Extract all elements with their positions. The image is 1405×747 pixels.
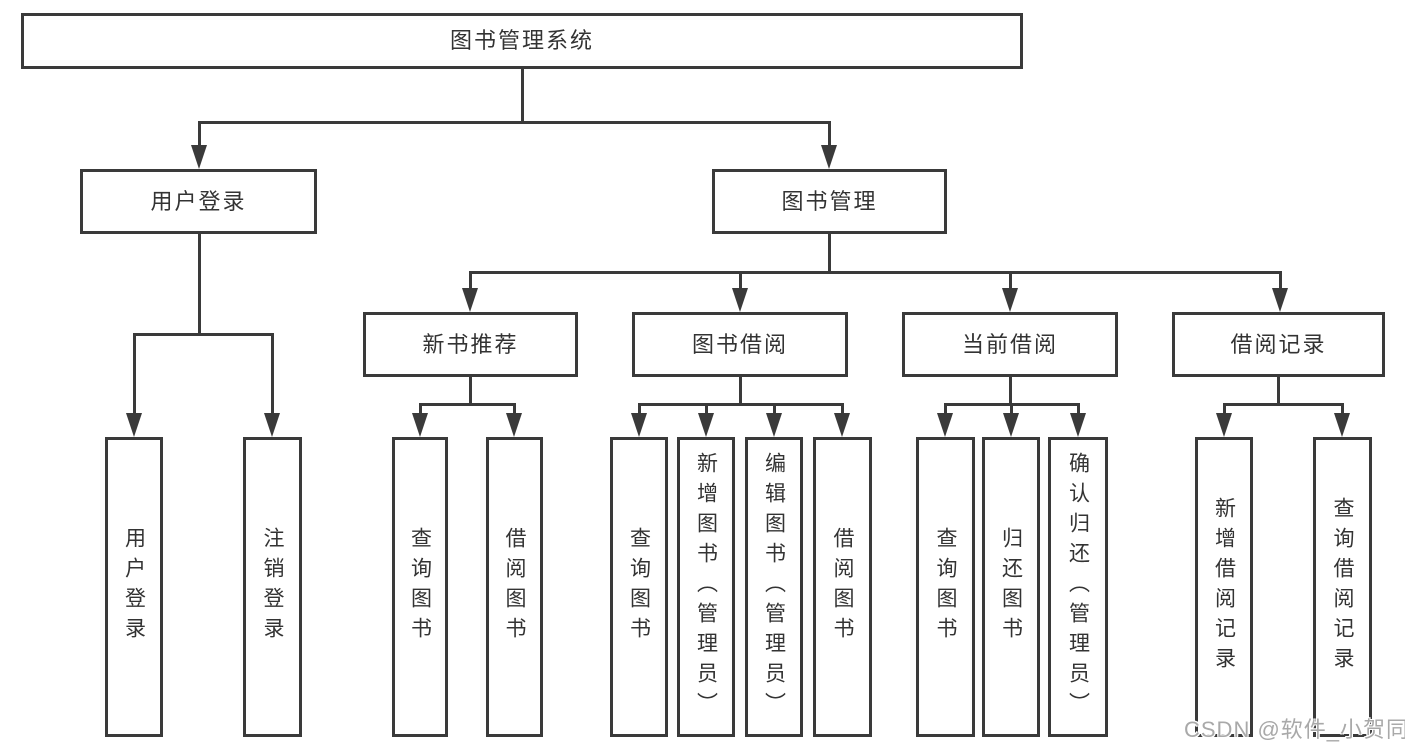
diagram-node-confirm-return-admin: 确认归还（管理员）: [1048, 437, 1108, 737]
csdn-watermark: CSDN @软件_小贺同学: [1184, 717, 1405, 742]
connector-line: [132, 332, 136, 427]
node-label: 归还图书: [999, 527, 1023, 647]
arrow-down-icon: [1070, 413, 1086, 437]
node-label: 借阅图书: [831, 527, 854, 647]
diagram-node-query-borrow-record: 查询借阅记录: [1313, 437, 1372, 737]
node-label: 新书推荐: [422, 331, 519, 357]
arrow-down-icon: [506, 413, 522, 437]
arrow-down-icon: [462, 288, 478, 312]
connector-line: [738, 270, 742, 302]
diagram-node-current-borrowing: 当前借阅: [902, 312, 1118, 377]
node-label: 图书管理: [781, 188, 878, 214]
node-label: 查询图书: [627, 527, 651, 647]
diagram-node-query-books-borrowing: 查询图书: [610, 437, 668, 737]
connector-line: [468, 270, 472, 302]
diagram-node-system-root: 图书管理系统: [21, 13, 1023, 69]
node-label: 用户登录: [122, 527, 146, 647]
diagram-node-add-books-admin: 新增图书（管理员）: [677, 437, 735, 737]
diagram-node-book-management-module: 图书管理: [712, 169, 947, 234]
arrow-down-icon: [631, 413, 647, 437]
diagram-node-borrow-books-recommend: 借阅图书: [486, 437, 543, 737]
diagram-node-query-books-recommend: 查询图书: [392, 437, 448, 737]
node-label: 新增借阅记录: [1212, 497, 1236, 677]
diagram-node-new-book-recommend: 新书推荐: [363, 312, 578, 377]
connector-line: [1222, 402, 1344, 406]
connector-line: [197, 120, 201, 159]
diagram-node-edit-books-admin: 编辑图书（管理员）: [745, 437, 803, 737]
arrow-down-icon: [937, 413, 953, 437]
node-label: 新增图书（管理员）: [694, 452, 718, 722]
node-label: 借阅图书: [503, 527, 526, 647]
node-label: 查询图书: [408, 527, 432, 647]
arrow-down-icon: [1216, 413, 1232, 437]
connector-line: [1276, 375, 1280, 406]
diagram-node-borrow-books-borrowing: 借阅图书: [813, 437, 872, 737]
diagram-node-logout-leaf: 注销登录: [243, 437, 302, 737]
arrow-down-icon: [1334, 413, 1350, 437]
arrow-down-icon: [126, 413, 142, 437]
connector-line: [1008, 375, 1012, 406]
arrow-down-icon: [821, 145, 837, 169]
diagram-node-add-borrow-record: 新增借阅记录: [1195, 437, 1253, 737]
connector-line: [197, 232, 201, 336]
node-label: 注销登录: [261, 527, 284, 647]
connector-line: [418, 402, 516, 406]
connector-line: [520, 67, 524, 122]
arrow-down-icon: [698, 413, 714, 437]
diagram-node-query-books-current: 查询图书: [916, 437, 975, 737]
arrow-down-icon: [1002, 288, 1018, 312]
node-label: 借阅记录: [1230, 331, 1327, 357]
node-label: 用户登录: [150, 188, 247, 214]
connector-line: [270, 332, 274, 427]
arrow-down-icon: [191, 145, 207, 169]
node-label: 查询图书: [934, 527, 957, 647]
node-label: 查询借阅记录: [1331, 497, 1354, 677]
arrow-down-icon: [766, 413, 782, 437]
connector-line: [827, 232, 831, 272]
connector-line: [637, 402, 844, 406]
connector-line: [197, 120, 831, 124]
diagram-node-borrowing-records: 借阅记录: [1172, 312, 1385, 377]
connector-line: [468, 375, 472, 406]
diagram-node-return-books: 归还图书: [982, 437, 1040, 737]
node-label: 图书借阅: [691, 331, 788, 357]
node-label: 当前借阅: [961, 331, 1058, 357]
connector-line: [1008, 270, 1012, 302]
arrow-down-icon: [412, 413, 428, 437]
arrow-down-icon: [264, 413, 280, 437]
arrow-down-icon: [732, 288, 748, 312]
arrow-down-icon: [1272, 288, 1288, 312]
connector-line: [468, 270, 1282, 274]
connector-line: [1278, 270, 1282, 302]
diagram-node-user-login-leaf: 用户登录: [105, 437, 163, 737]
arrow-down-icon: [1003, 413, 1019, 437]
connector-line: [827, 120, 831, 159]
arrow-down-icon: [834, 413, 850, 437]
node-label: 编辑图书（管理员）: [762, 452, 786, 722]
connector-line: [132, 332, 274, 336]
diagram-node-book-borrowing: 图书借阅: [632, 312, 848, 377]
diagram-node-user-login-module: 用户登录: [80, 169, 317, 234]
node-label: 图书管理系统: [449, 28, 594, 53]
connector-line: [738, 375, 742, 406]
node-label: 确认归还（管理员）: [1066, 452, 1090, 722]
